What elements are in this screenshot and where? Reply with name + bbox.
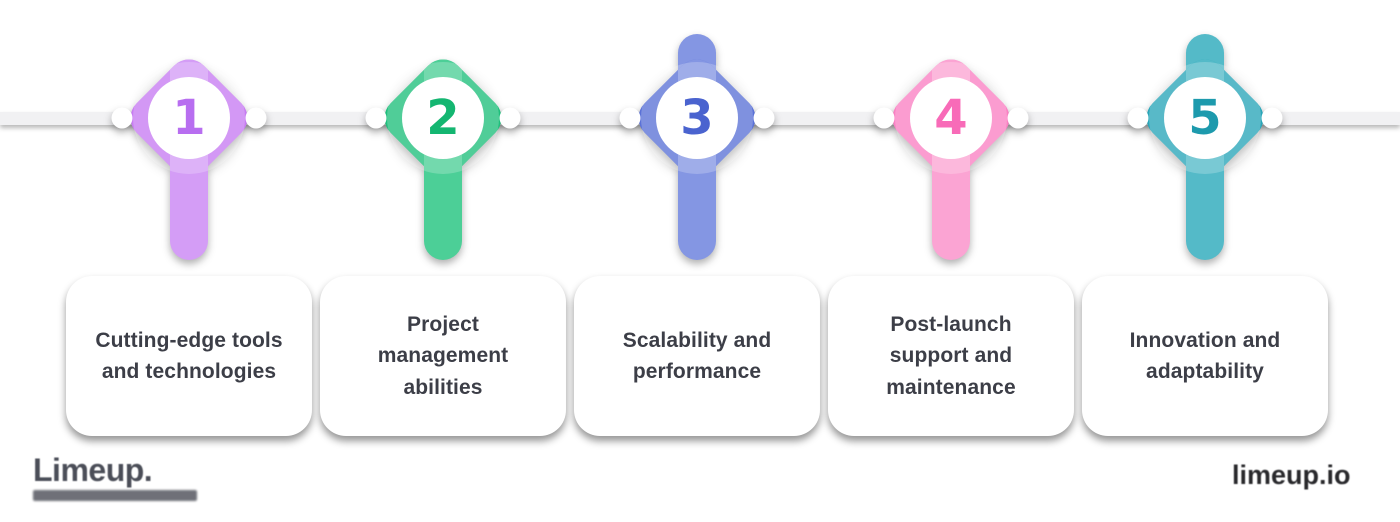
timeline-step-5: 5 Innovation and adaptability [1078, 32, 1332, 436]
step-marker-icon: 3 [619, 34, 775, 260]
timeline-dot-left [1127, 107, 1149, 129]
step-number: 5 [1188, 90, 1221, 146]
step-card: Scalability and performance [574, 276, 820, 436]
step-card: Cutting-edge tools and technologies [66, 276, 312, 436]
timeline-step-4: 4 Post-launch support and maintenance [824, 32, 1078, 436]
step-label: Innovation and adaptability [1129, 328, 1281, 384]
timeline-dot-right [753, 107, 775, 129]
marker-circle [656, 77, 738, 159]
step-label: Post-launch support and maintenance [886, 312, 1016, 399]
step-card: Project management abilities [320, 276, 566, 436]
step-marker-icon: 4 [873, 50, 1029, 260]
marker-circle [1164, 77, 1246, 159]
timeline-dot-left [873, 107, 895, 129]
step-card: Post-launch support and maintenance [828, 276, 1074, 436]
step-number: 2 [426, 90, 459, 146]
timeline-steps: 1 Cutting-edge tools and technologies 2 [62, 32, 1332, 436]
step-label: Cutting-edge tools and technologies [95, 328, 283, 384]
timeline-step-3: 3 Scalability and performance [570, 32, 824, 436]
marker-circle [910, 77, 992, 159]
step-label: Project management abilities [377, 312, 509, 399]
step-marker-icon: 1 [111, 50, 267, 260]
timeline-dot-left [619, 107, 641, 129]
timeline-dot-right [1007, 107, 1029, 129]
timeline-dot-left [365, 107, 387, 129]
marker-circle [148, 77, 230, 159]
step-marker-icon: 5 [1127, 34, 1283, 260]
website-url: limeup.io [1232, 460, 1351, 490]
timeline-step-2: 2 Project management abilities [316, 32, 570, 436]
timeline-dot-right [1261, 107, 1283, 129]
step-number: 4 [934, 90, 967, 146]
marker-circle [402, 77, 484, 159]
step-number: 1 [172, 90, 205, 146]
brand-tagline-bar [33, 490, 197, 501]
brand-wordmark: Limeup. [33, 452, 153, 488]
step-number: 3 [680, 90, 713, 146]
step-label: Scalability and performance [622, 328, 772, 384]
timeline-step-1: 1 Cutting-edge tools and technologies [62, 32, 316, 436]
step-card: Innovation and adaptability [1082, 276, 1328, 436]
timeline-dot-left [111, 107, 133, 129]
timeline-dot-right [499, 107, 521, 129]
timeline-dot-right [245, 107, 267, 129]
step-marker-icon: 2 [365, 50, 521, 260]
